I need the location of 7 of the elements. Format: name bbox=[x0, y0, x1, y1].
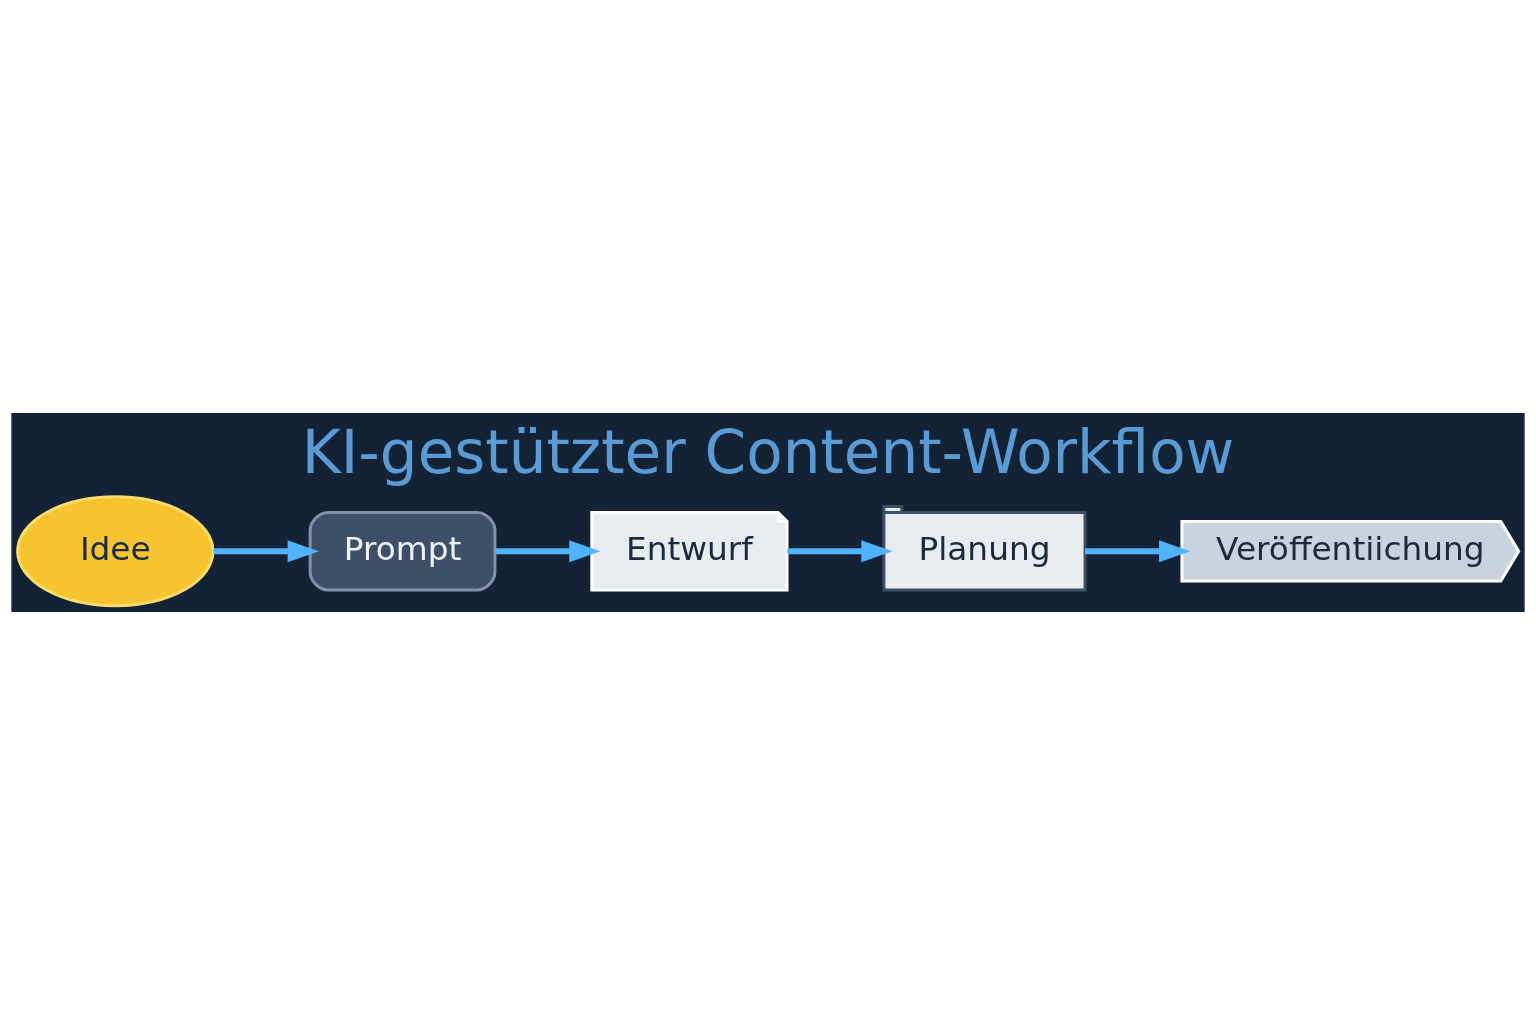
diagram-title: KI-gestützter Content-Workflow bbox=[301, 417, 1235, 487]
arrow bbox=[213, 539, 319, 562]
arrow bbox=[495, 539, 601, 562]
arrow bbox=[787, 539, 893, 562]
node-box: Prompt bbox=[308, 510, 497, 591]
node-ellipse: Idee bbox=[16, 494, 215, 607]
arrow bbox=[1085, 539, 1191, 562]
